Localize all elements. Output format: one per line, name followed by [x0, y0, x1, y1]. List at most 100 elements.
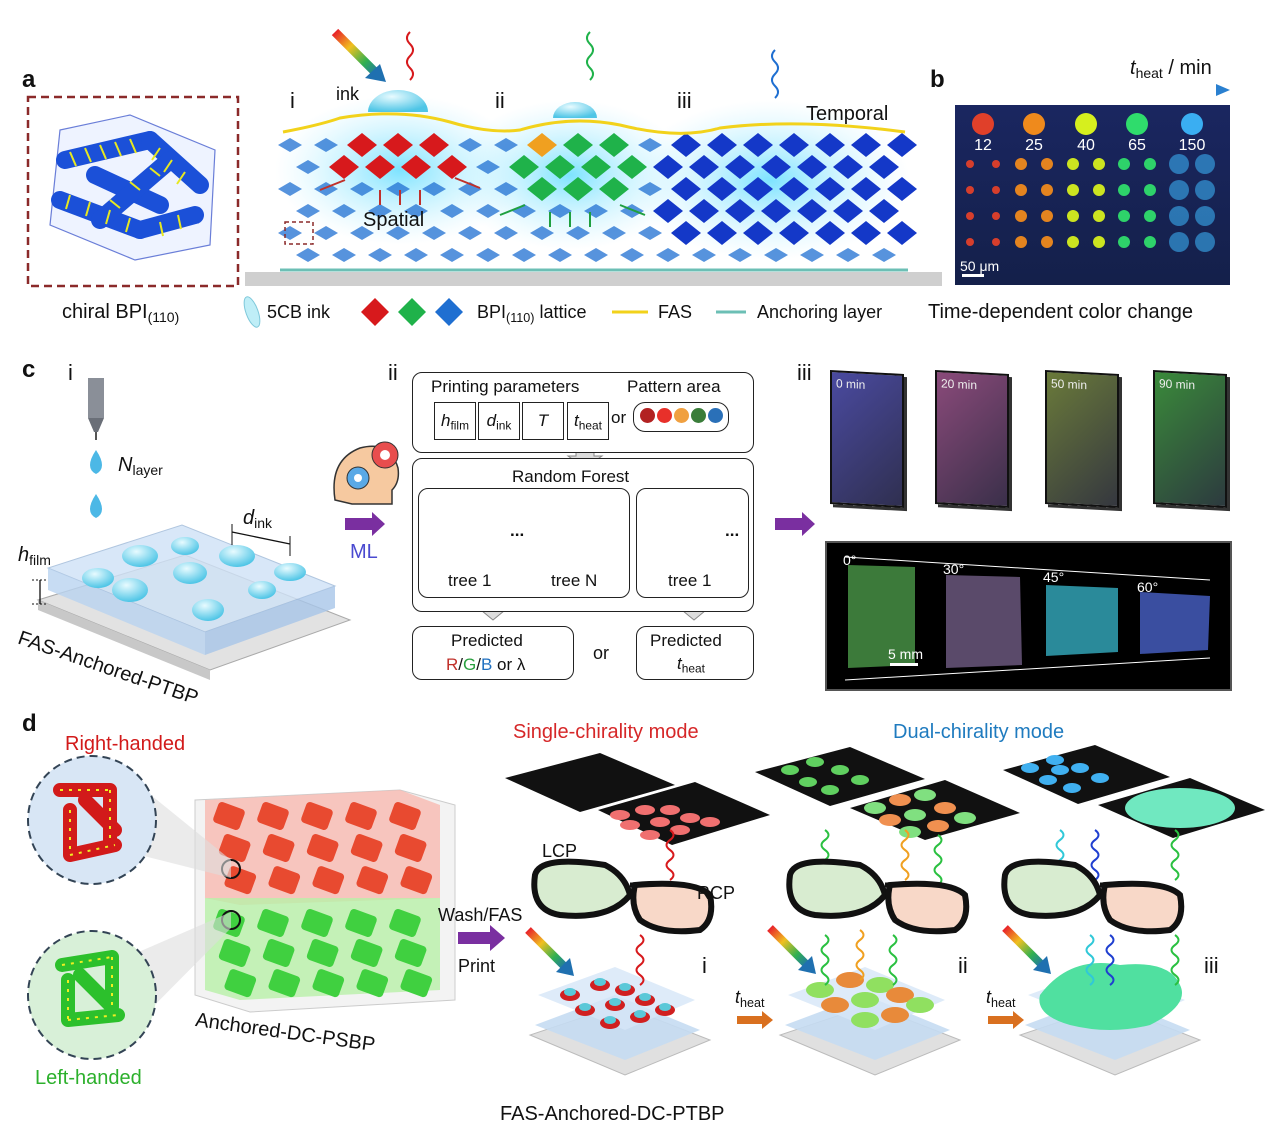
glasses-right-lens	[885, 880, 970, 935]
microdot	[966, 186, 974, 194]
or-between: or	[593, 643, 610, 663]
r-label: R	[446, 655, 459, 674]
blue-reflection-wave-icon	[771, 49, 779, 99]
green-reflection-wave-icon	[586, 31, 594, 81]
stage-ii: ii	[495, 88, 505, 113]
lattice-diamond	[527, 177, 557, 201]
circular-light-wave-icon	[665, 829, 675, 881]
ink-dome	[659, 1003, 671, 1011]
lattice-diamond	[815, 177, 845, 201]
lattice-diamond	[548, 248, 572, 262]
blue-dot	[1063, 783, 1081, 793]
blue-dot	[1021, 763, 1039, 773]
t-main: t	[735, 987, 741, 1007]
theat-label: theat	[986, 988, 1016, 1009]
lattice-main: BPI	[477, 302, 507, 322]
lattice-diamond	[707, 221, 737, 245]
red-dot	[635, 805, 655, 815]
ink-dome	[594, 978, 606, 986]
lattice-diamond	[617, 155, 647, 179]
circular-light-wave-icon	[1105, 934, 1115, 986]
pattern-color-dot	[708, 408, 723, 423]
microdot	[1015, 184, 1027, 196]
blue-dot	[1091, 773, 1109, 783]
ellipsis: ...	[725, 521, 740, 540]
incident-light-arrow	[1002, 925, 1046, 969]
lattice-diamond	[851, 133, 881, 157]
lattice-diamond	[494, 182, 518, 196]
merged-dome	[1039, 963, 1182, 1030]
stage-iii: iii	[677, 88, 692, 113]
lattice-diamond	[671, 177, 701, 201]
microdot	[992, 160, 1000, 168]
lattice-diamond	[833, 199, 863, 223]
mixed-dot	[879, 814, 901, 826]
microdot	[1067, 184, 1079, 196]
lattice-diamond	[851, 221, 881, 245]
chiral-bpi-caption: chiral BPI(110)	[62, 302, 179, 324]
lattice-diamond	[278, 182, 302, 196]
lattice-diamond	[599, 177, 629, 201]
lattice-diamond	[332, 248, 356, 262]
green-crystal	[301, 909, 333, 937]
tree-label: tree N	[551, 571, 598, 590]
blue-diamond-icon	[435, 298, 463, 326]
pattern-color-dot	[657, 408, 672, 423]
green-crystal	[345, 909, 377, 937]
lattice-diamond	[437, 155, 467, 179]
colored-dome	[821, 997, 849, 1013]
lattice-diamond	[314, 226, 338, 240]
h-film-label: hfilm	[18, 545, 51, 567]
lattice-sub: (110)	[506, 310, 535, 325]
microdot	[1195, 232, 1215, 252]
colored-dome	[806, 982, 834, 998]
arrowhead	[1033, 956, 1051, 974]
pattern-color-dot	[674, 408, 689, 423]
legend-anchoring: Anchoring layer	[757, 302, 883, 322]
lattice-diamond	[872, 248, 896, 262]
n-layer-label: Nlayer	[118, 455, 163, 477]
microdot	[1195, 206, 1215, 226]
scale-bar-label: 50 μm	[960, 258, 1000, 274]
lattice-diamond	[347, 133, 377, 157]
microdot	[1015, 158, 1027, 170]
glasses-left-lens	[786, 858, 889, 919]
lattice-diamond	[728, 248, 752, 262]
slash: /	[476, 655, 481, 674]
chiral-bpi-unit-cell	[26, 95, 240, 288]
heat-time-label: 90 min	[1159, 376, 1196, 393]
axis-sub: heat	[1135, 65, 1163, 82]
lattice-diamond	[692, 248, 716, 262]
red-crystal	[394, 834, 427, 863]
ink-dome	[564, 988, 576, 996]
microdot	[1041, 236, 1053, 248]
axis-main: t	[1130, 57, 1136, 79]
lattice-diamond	[350, 226, 374, 240]
t-main: t	[677, 654, 682, 673]
spatial-label: Spatial	[363, 209, 425, 231]
glasses-right-lens	[630, 880, 715, 935]
microdot	[1144, 210, 1156, 222]
green-diamond-icon	[398, 298, 426, 326]
red-crystal	[262, 834, 295, 863]
microdot	[1041, 158, 1053, 170]
microdot	[992, 238, 1000, 246]
d-sub: ink	[254, 515, 273, 532]
parameter-box: hfilm	[434, 402, 476, 440]
mixed-dot	[864, 802, 886, 814]
lattice-diamond	[386, 182, 410, 196]
time-color-dot	[1075, 113, 1097, 135]
lattice-diamond	[545, 155, 575, 179]
lattice-diamond	[602, 226, 626, 240]
ink-droplet-i	[368, 90, 428, 112]
mixed-dot	[954, 812, 976, 824]
mixed-dot	[927, 820, 949, 832]
green-dot	[821, 785, 839, 795]
ellipsis: ...	[510, 521, 525, 540]
red-dot	[640, 830, 660, 840]
green-dot	[806, 757, 824, 767]
lattice-diamond	[689, 199, 719, 223]
lattice-diamond	[296, 248, 320, 262]
chirality-modes	[505, 745, 1265, 1076]
